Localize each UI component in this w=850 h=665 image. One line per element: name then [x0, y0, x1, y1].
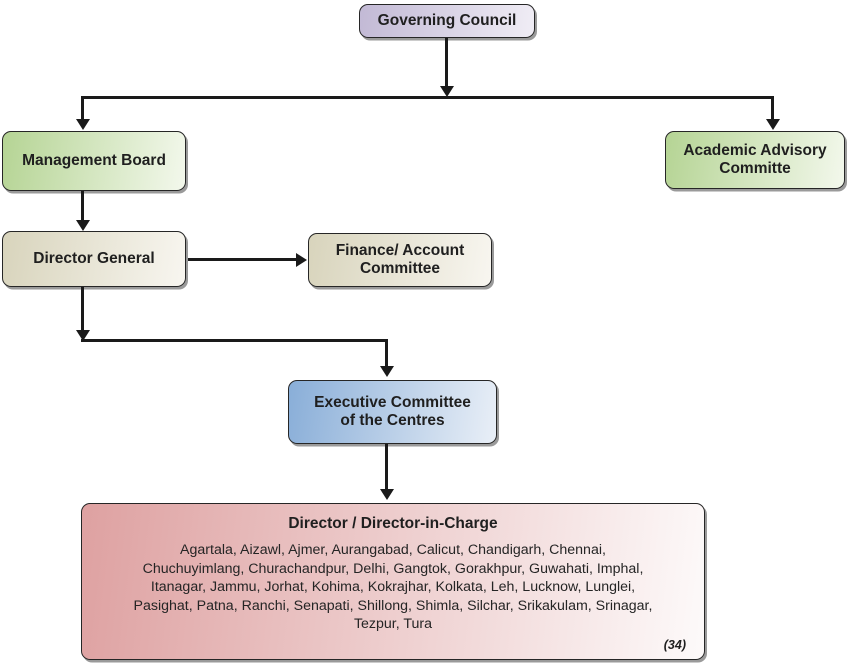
arrow-down-icon — [439, 86, 454, 97]
centres-list-line: Pasighat, Patna, Ranchi, Senapati, Shill… — [133, 597, 653, 614]
node-finance-account-committee-label: Finance/ Account Committee — [335, 242, 465, 277]
centres-list-line: Agartala, Aizawl, Ajmer, Aurangabad, Cal… — [180, 542, 606, 558]
arrow-down-icon — [75, 220, 90, 231]
centres-list-line: Chuchuyimlang, Churachandpur, Delhi, Gan… — [142, 560, 644, 577]
node-management-board: Management Board — [2, 131, 186, 191]
centres-list-line: Itanagar, Jammu, Jorhat, Kohima, Kokrajh… — [150, 579, 636, 596]
connector-dg-elbow-down — [81, 287, 84, 331]
node-director-general-label: Director General — [33, 250, 155, 267]
arrow-down-icon — [765, 119, 780, 130]
node-governing-council-label: Governing Council — [377, 12, 517, 29]
centres-count-badge: (34) — [663, 638, 686, 652]
connector-ec-to-dic — [385, 444, 388, 490]
arrow-down-icon — [379, 366, 394, 377]
centres-list-line: Tezpur, Tura — [353, 616, 433, 633]
connector-dg-elbow-across — [81, 339, 388, 342]
connector-bus-to-mb — [81, 98, 84, 120]
connector-bus-to-aac — [771, 98, 774, 120]
node-director-in-charge: Director / Director-in-Charge Agartala, … — [81, 503, 705, 660]
node-management-board-label: Management Board — [22, 152, 166, 169]
node-director-general: Director General — [2, 231, 186, 287]
connector-dg-to-fac — [188, 258, 296, 261]
arrow-down-icon — [75, 330, 90, 341]
node-academic-advisory-committee: Academic Advisory Committe — [665, 131, 845, 189]
director-in-charge-title: Director / Director-in-Charge — [288, 515, 498, 532]
connector-gc-down — [445, 38, 448, 88]
connector-top-bus — [81, 96, 774, 99]
node-governing-council: Governing Council — [359, 4, 535, 38]
connector-elbow-to-ec — [385, 341, 388, 367]
arrow-down-icon — [379, 489, 394, 500]
connector-mb-to-dg — [81, 191, 84, 221]
node-executive-committee: Executive Committee of the Centres — [288, 380, 497, 444]
node-finance-account-committee: Finance/ Account Committee — [308, 233, 492, 287]
arrow-right-icon — [296, 252, 307, 267]
arrow-down-icon — [75, 119, 90, 130]
node-academic-advisory-committee-label: Academic Advisory Committe — [683, 142, 827, 177]
node-executive-committee-label: Executive Committee of the Centres — [314, 394, 471, 429]
